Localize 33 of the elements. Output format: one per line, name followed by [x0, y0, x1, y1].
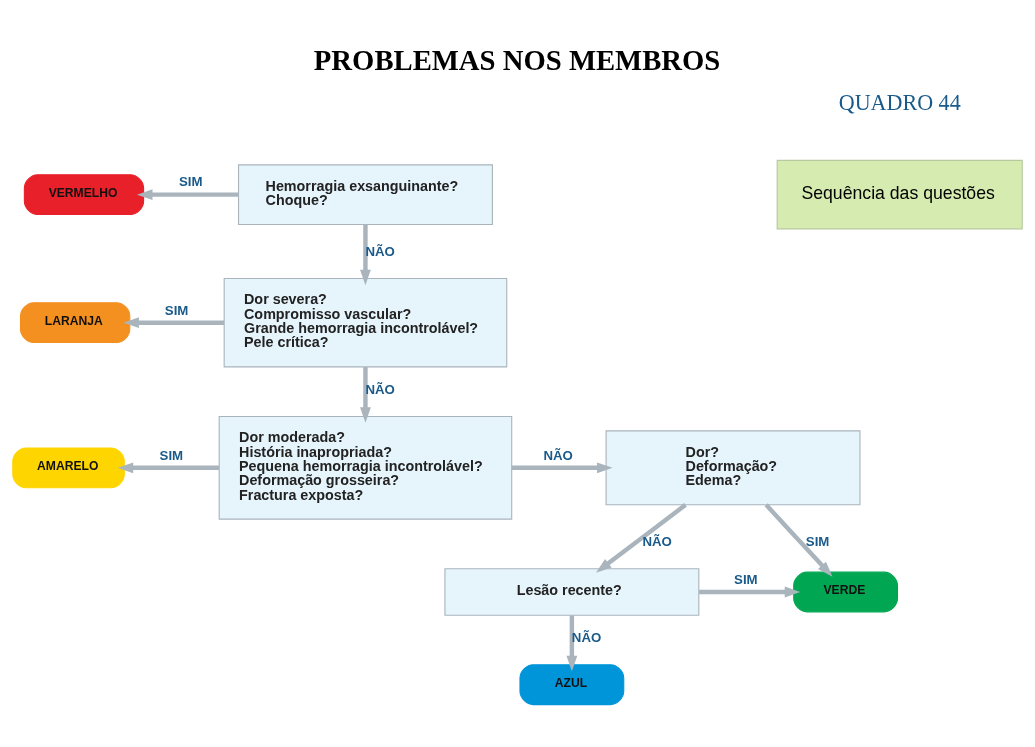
- arrow: [595, 502, 687, 573]
- node-box: Dor? Deformação? Edema?: [605, 429, 861, 505]
- arrow: [360, 366, 371, 423]
- node-box: Hemorragia exsanguinante? Choque?: [237, 163, 493, 225]
- node-box: AZUL: [519, 663, 625, 705]
- edge-label: SIM: [805, 533, 830, 549]
- arrow: [117, 461, 220, 473]
- edge-label: NÃO: [543, 447, 573, 463]
- node-box: VERDE: [793, 571, 899, 612]
- arrow: [360, 224, 371, 285]
- node-box: LARANJA: [19, 301, 131, 343]
- node-box: Dor moderada? História inapropriada? Pequena hemorragia incontrolável? Deformação grosseira? Fractura exposta?: [218, 415, 513, 520]
- node-box: VERMELHO: [23, 173, 145, 215]
- arrow: [566, 615, 578, 671]
- edge-label: NÃO: [642, 533, 672, 549]
- node-box: Dor severa? Compromisso vascular? Grande hemorragia incontrolável? Pele crítica?: [223, 277, 508, 367]
- edge-label: SIM: [734, 571, 758, 587]
- arrow: [511, 461, 613, 473]
- node-box: AMARELO: [12, 446, 125, 488]
- edge-label: NÃO: [365, 243, 395, 259]
- label: QUADRO 44: [838, 89, 961, 115]
- edge-label: NÃO: [365, 381, 395, 397]
- arrow: [764, 502, 833, 577]
- node-box: Lesão recente?: [444, 567, 700, 616]
- arrow: [137, 188, 239, 200]
- diagram-title: PROBLEMAS NOS MEMBROS: [313, 43, 721, 76]
- edge-label: SIM: [164, 302, 189, 318]
- arrow: [699, 586, 801, 597]
- edge-label: SIM: [178, 173, 203, 189]
- node-box: Sequência das questões: [776, 159, 1023, 229]
- arrow: [123, 316, 225, 328]
- edge-label: SIM: [159, 447, 184, 463]
- edge-label: NÃO: [571, 629, 602, 645]
